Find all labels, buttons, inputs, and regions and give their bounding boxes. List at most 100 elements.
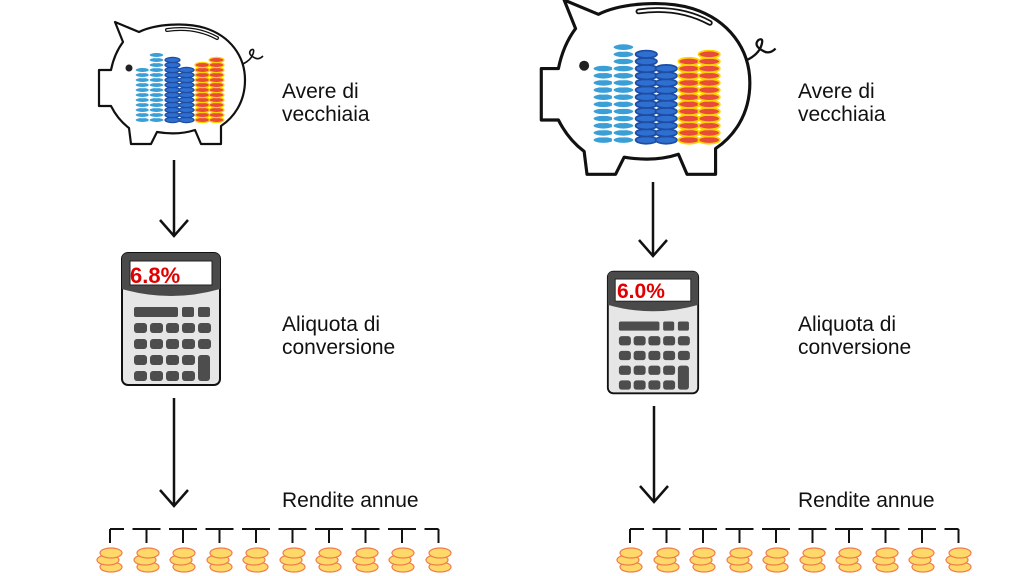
coin-stack [697,49,721,145]
calculator-icon [606,270,700,395]
coin-stack-icon [278,547,306,573]
calculator-key [166,323,179,333]
coin-stack-icon [242,547,269,573]
calculator-key [134,371,147,381]
annuity-label: Rendite annue [282,489,419,512]
coin-stack-icon [908,547,935,573]
calculator-key [677,336,690,346]
arrow-down-icon [159,398,189,508]
calculator-key [633,380,646,390]
coin-stack [634,49,658,145]
calculator-key [618,380,631,390]
arrow-down-icon [639,406,669,504]
pig-eye [125,64,133,72]
calculator-key [618,365,631,375]
coin-stack [654,64,678,145]
calculator-key [150,323,163,333]
calculator-key [198,355,210,381]
piggy-bank-icon [97,20,264,146]
coin-stack-icon [689,547,716,573]
annuity-coins [90,545,470,576]
coin-stack-icon [424,547,452,573]
calculator-key [182,371,195,381]
coin-stack-icon [388,547,415,573]
coin-stack-icon [871,547,899,573]
savings-label-line1: Avere di [282,80,359,103]
annuity-label: Rendite annue [798,489,935,512]
coin-stack-icon [652,547,680,573]
coin-stack [134,66,151,124]
calculator-key [166,355,179,365]
piggy-bank-icon [539,0,777,176]
calculator-key [134,355,147,365]
coin-stack [148,51,165,124]
calculator-key [166,339,179,349]
coin-stack-icon [132,547,160,573]
calculator-key [633,365,646,375]
coin-stack-icon [798,547,826,573]
pig-tail [746,38,777,62]
coin-stack-icon [205,547,233,573]
coin-stack [591,64,615,145]
pig-tail [242,48,264,65]
annuity-bracket [629,528,960,543]
conversion-rate-display: 6.0% [617,280,665,303]
coin-stack [611,42,635,145]
coin-stack-icon [835,547,862,573]
arrow-down-icon [638,182,668,258]
coin-stack-icon [762,547,789,573]
calculator-key [618,336,631,346]
coin-stack [194,61,211,124]
annuity-coins [610,545,990,576]
calculator-key [633,350,646,361]
coin-stack [164,56,181,124]
calculator-screen [614,278,692,302]
savings-label-line1: Avere di [798,80,875,103]
calculator-key [134,323,147,333]
pig-eye [579,60,590,71]
savings-label: Avere di vecchiaia [282,80,370,126]
coin-stack-icon [315,547,342,573]
calculator-key [182,323,195,333]
calculator-key [198,323,211,333]
calculator-key [677,350,690,361]
coin-stack-icon [616,547,643,573]
calculator-key [648,380,661,390]
coin-stack-icon [725,547,753,573]
calculator-key [134,339,147,349]
calculator-key [182,355,195,365]
conversion-rate-label: Aliquota di conversione [798,313,911,359]
calculator-key [648,365,661,375]
calculator-key [166,371,179,381]
coin-stack [208,56,225,124]
conversion-rate-label: Aliquota di conversione [282,313,395,359]
calculator-key [648,350,661,361]
calculator-key [648,336,661,346]
arrow-down-icon [159,160,189,238]
calculator-screen [129,260,213,286]
rate-label-line1: Aliquota di [282,313,381,336]
coin-stack [178,66,195,124]
coin-stack-icon [96,547,123,573]
rate-label-line2: conversione [798,336,912,359]
coin-stack-icon [351,547,379,573]
calculator-key [150,339,163,349]
coin-stack-icon [169,547,196,573]
calculator-key [663,350,676,361]
calculator-key [182,339,195,349]
calculator-icon [121,252,221,386]
calculator-key [677,365,689,390]
coin-stack-icon [944,547,972,573]
rate-label-line1: Aliquota di [798,313,897,336]
calculator-key [150,371,163,381]
calculator-key [633,336,646,346]
calculator-key [150,355,163,365]
calculator-key [198,339,211,349]
calculator-key [663,365,676,375]
savings-label: Avere di vecchiaia [798,80,886,126]
conversion-rate-display: 6.8% [130,263,181,288]
rate-label-line2: conversione [282,336,396,359]
calculator-key [663,380,676,390]
savings-label-line2: vecchiaia [282,103,370,126]
calculator-key [618,350,631,361]
